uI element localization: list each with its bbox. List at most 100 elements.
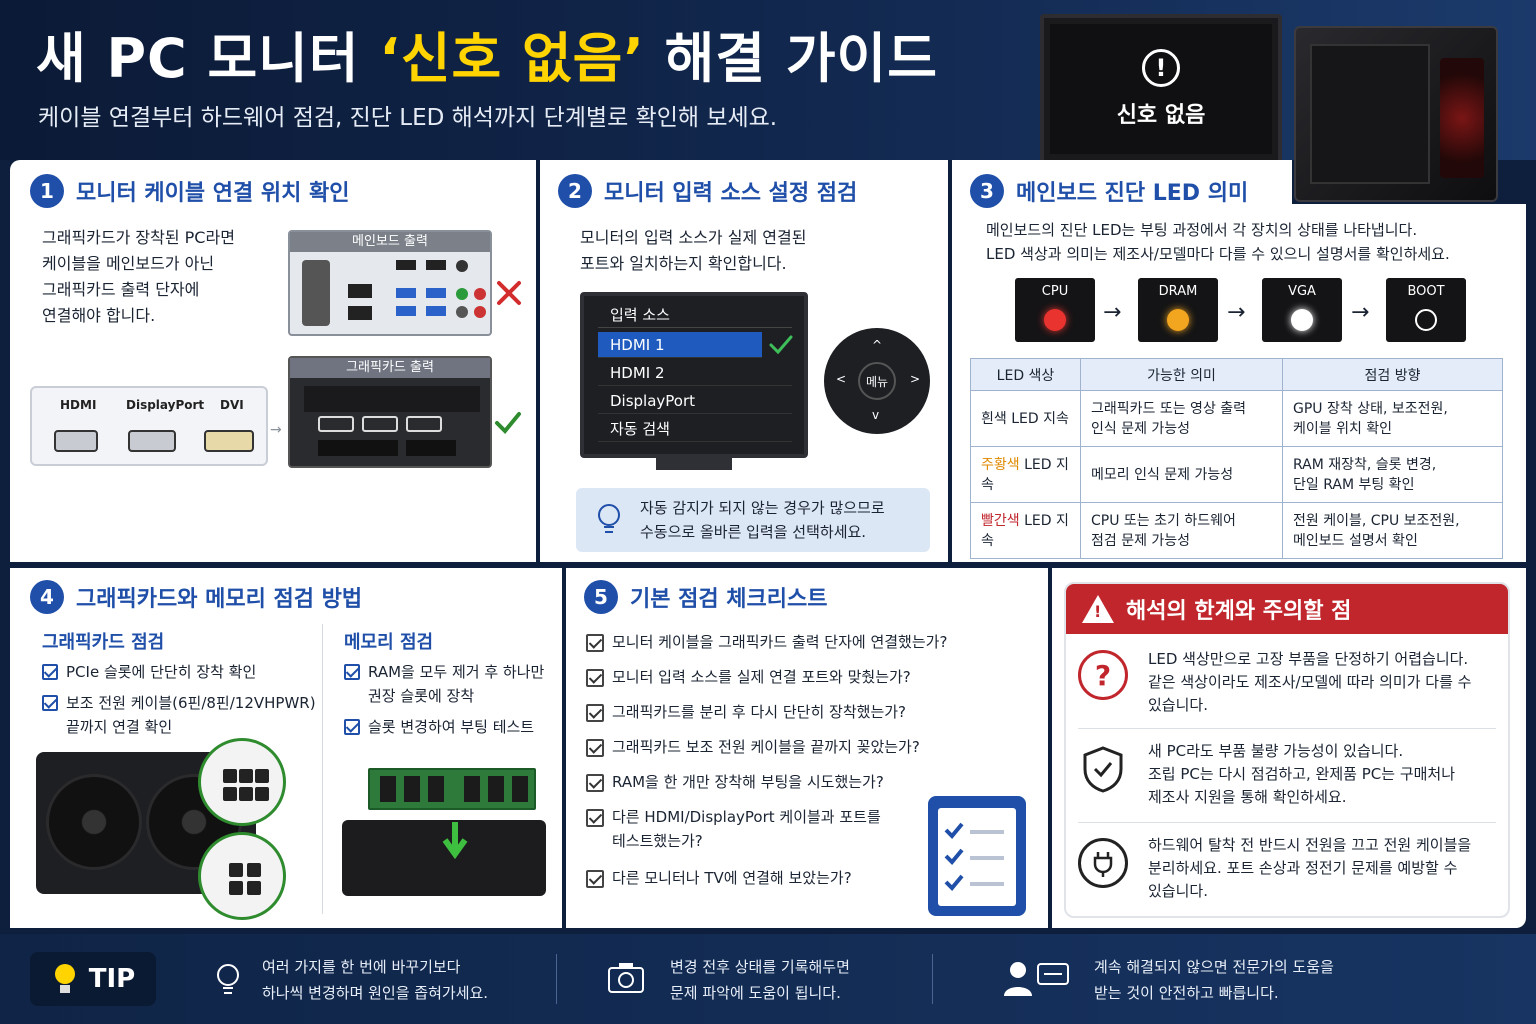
checkbox[interactable] (586, 669, 604, 687)
arrow-icon: → (270, 422, 282, 438)
checkbox[interactable] (344, 719, 360, 735)
chevron-down-icon[interactable]: v (872, 408, 880, 422)
ram-module-illustration (368, 768, 536, 810)
power-plug-icon (1078, 838, 1128, 888)
warning-panel: ! 해석의 한계와 주의할 점 ? LED 색상만으로 고장 부품을 단정하기 … (1064, 582, 1510, 918)
led-dram: DRAM (1138, 278, 1218, 342)
monitor-illustration: ! 신호 없음 (1040, 14, 1282, 164)
chevron-left-icon[interactable]: < (836, 372, 847, 386)
checkbox[interactable] (586, 809, 604, 827)
monitor-stand (656, 458, 732, 470)
tip-badge: TIP (30, 952, 156, 1006)
arrow-icon: → (1103, 300, 1122, 325)
memory-check-item: 슬롯 변경하여 부팅 테스트 (344, 715, 534, 739)
power-connector-8pin-zoom (198, 738, 286, 826)
menu-item-displayport[interactable]: DisplayPort (598, 388, 792, 414)
checklist-item: 그래픽카드 보조 전원 케이블을 끝까지 꽂았는가? (586, 735, 920, 759)
table-row: 주황색 LED 지속 메모리 인식 문제 가능성 RAM 재장착, 슬롯 변경,… (970, 446, 1503, 503)
hdmi-connector-icon (54, 430, 98, 452)
question-icon: ? (1078, 650, 1128, 700)
menu-button[interactable]: 메뉴 (858, 362, 896, 400)
led-boot: BOOT (1386, 278, 1466, 342)
checkbox[interactable] (586, 704, 604, 722)
checkbox[interactable] (586, 774, 604, 792)
checkbox[interactable] (344, 664, 360, 680)
checkbox[interactable] (586, 739, 604, 757)
exclamation-icon: ! (1142, 49, 1180, 87)
power-connector-6pin-zoom (198, 832, 286, 920)
clipboard-icon (928, 796, 1026, 916)
support-person-icon (1004, 962, 1069, 996)
cable-label-displayport: DisplayPort (126, 398, 205, 412)
menu-dial[interactable]: 메뉴 ^ v < > (824, 328, 930, 434)
led-meaning-table: LED 색상 가능한 의미 점검 방향 흰색 LED 지속 그래픽카드 또는 영… (970, 358, 1503, 559)
check-icon (495, 412, 521, 434)
page-subtitle: 케이블 연결부터 하드웨어 점검, 진단 LED 해석까지 단계별로 확인해 보… (38, 105, 778, 131)
gpu-check-heading: 그래픽카드 점검 (42, 632, 165, 653)
arrow-down-icon (442, 822, 468, 860)
checklist-item: 그래픽카드를 분리 후 다시 단단히 장착했는가? (586, 700, 906, 724)
checkbox[interactable] (586, 870, 604, 888)
header: 새 PC 모니터 ‘신호 없음’ 해결 가이드 케이블 연결부터 하드웨어 점검… (0, 0, 1536, 168)
lightbulb-icon (217, 964, 239, 994)
checklist-item: 모니터 입력 소스를 실제 연결 포트와 맞췄는가? (586, 665, 911, 689)
led-cpu: CPU (1015, 278, 1095, 342)
lightbulb-icon (54, 964, 75, 993)
cable-types: HDMI DisplayPort DVI (30, 386, 268, 466)
no-signal-message: 신호 없음 (1116, 103, 1206, 128)
checkbox[interactable] (42, 695, 58, 711)
page-title: 새 PC 모니터 ‘신호 없음’ 해결 가이드 (36, 27, 938, 90)
divider (322, 624, 323, 914)
pc-case-illustration (1294, 26, 1498, 202)
menu-item-hdmi1[interactable]: HDMI 1 (598, 332, 762, 358)
led-vga: VGA (1262, 278, 1342, 342)
lightbulb-icon (598, 504, 620, 533)
input-source-menu: 입력 소스 HDMI 1 HDMI 2 DisplayPort 자동 검색 (580, 292, 808, 458)
shield-icon (1078, 744, 1128, 794)
checklist-item: 모니터 케이블을 그래픽카드 출력 단자에 연결했는가? (586, 630, 947, 654)
checkbox[interactable] (586, 634, 604, 652)
checkbox[interactable] (42, 664, 58, 680)
cable-label-dvi: DVI (220, 398, 244, 412)
menu-item-auto[interactable]: 자동 검색 (598, 416, 792, 442)
cross-icon (497, 281, 521, 305)
warning-item: 새 PC라도 부품 불량 가능성이 있습니다.조립 PC는 다시 점검하고, 완… (1148, 742, 1456, 806)
chevron-up-icon[interactable]: ^ (872, 338, 883, 352)
section-3-body: 메인보드의 진단 LED는 부팅 과정에서 각 장치의 상태를 나타냅니다.LE… (986, 221, 1450, 263)
check-icon (769, 335, 793, 355)
arrow-icon: → (1227, 300, 1246, 325)
gpu-check-item: 보조 전원 케이블(6핀/8핀/12VHPWR)끝까지 연결 확인 (42, 691, 316, 739)
motherboard-io-panel: 메인보드 출력 (288, 230, 492, 336)
arrow-icon: → (1351, 300, 1370, 325)
warning-item: LED 색상만으로 고장 부품을 단정하기 어렵습니다.같은 색상이라도 제조사… (1148, 650, 1472, 714)
gpu-check-item: PCIe 슬롯에 단단히 장착 확인 (42, 660, 256, 684)
memory-check-heading: 메모리 점검 (344, 632, 434, 653)
warning-header: ! 해석의 한계와 주의할 점 (1066, 584, 1508, 634)
gpu-io-panel: 그래픽카드 출력 (288, 356, 492, 468)
chevron-right-icon[interactable]: > (910, 372, 921, 386)
dvi-connector-icon (204, 430, 254, 452)
menu-title: 입력 소스 (598, 302, 792, 328)
cable-label-hdmi: HDMI (60, 398, 97, 412)
checklist-item: 다른 모니터나 TV에 연결해 보았는가? (586, 866, 852, 890)
ram-slot-illustration (342, 820, 546, 896)
warning-icon: ! (1082, 595, 1114, 623)
menu-item-hdmi2[interactable]: HDMI 2 (598, 360, 792, 386)
